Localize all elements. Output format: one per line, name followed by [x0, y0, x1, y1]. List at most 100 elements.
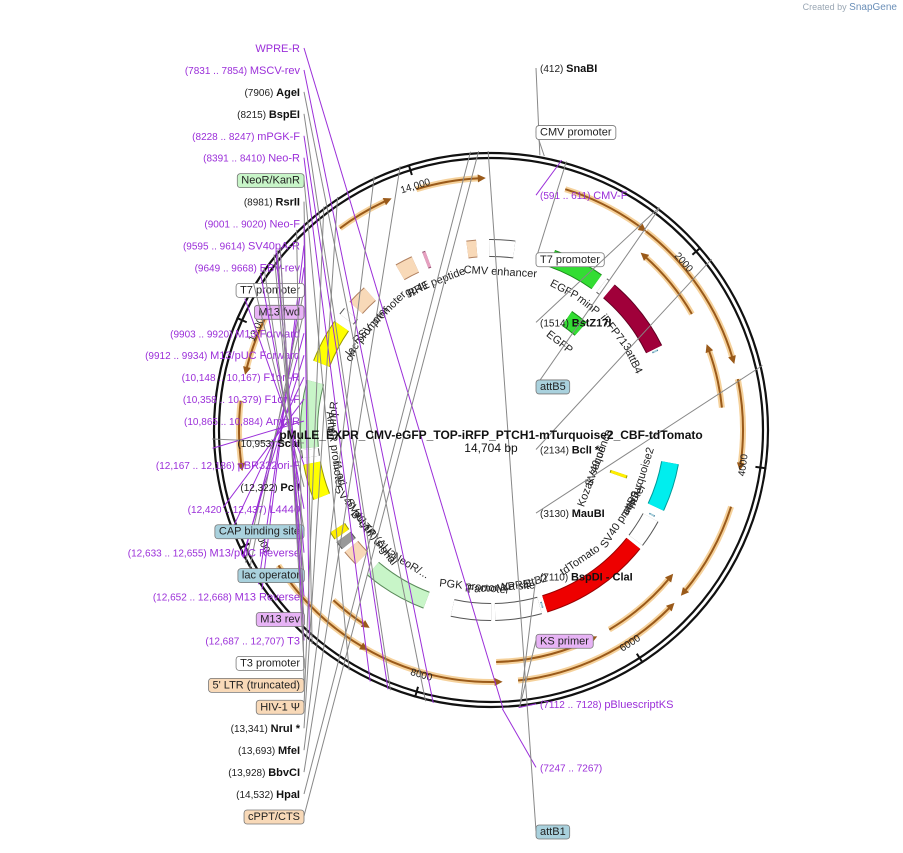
site-bbvci[interactable]: (13,928) BbvCI: [228, 166, 401, 779]
site-cap-binding-site[interactable]: CAP binding site: [214, 267, 305, 540]
site-pbr322ori-f[interactable]: (12,167 .. 12,186) pBR322ori-F: [156, 298, 305, 472]
site-bspei[interactable]: (8215) BspEI: [237, 109, 391, 691]
site-leader-line: [303, 91, 427, 702]
site-leader-line: [535, 207, 661, 387]
site-position: (3130): [540, 509, 572, 520]
feature-body: [301, 380, 324, 449]
backbone-inner-strand: [217, 156, 765, 704]
site-name: pBluescriptKS: [604, 699, 673, 711]
feature-body: [562, 311, 586, 336]
site-t3-promoter[interactable]: T3 promoter: [235, 247, 305, 671]
orf-line: [645, 230, 734, 359]
site-t7-promoter[interactable]: T7 promoter: [235, 282, 305, 570]
feature-neor-kanr[interactable]: NeoR/...: [367, 551, 431, 609]
site-position: (10,953): [237, 439, 277, 450]
site-label: cPPT/CTS: [248, 811, 300, 823]
feature-label-cmv-enhancer: CMV enhancer: [463, 264, 537, 280]
site-ks-primer[interactable]: KS primer: [519, 633, 594, 708]
orf-line: [564, 188, 643, 229]
orf-arrowhead: [382, 198, 392, 206]
site-mfei[interactable]: (13,693) MfeI: [238, 176, 375, 758]
site-leader-line: [535, 258, 712, 450]
site-name: MSCV-rev: [250, 65, 301, 77]
feature-sv40-ori[interactable]: SV40 ori: [329, 497, 377, 540]
feature-wpre[interactable]: WPRE: [494, 578, 542, 621]
feature-attb4[interactable]: attB4: [623, 347, 659, 376]
feature-label-egfp: EGFP: [548, 278, 580, 302]
feature-ori[interactable]: ori: [313, 320, 360, 368]
site-label: (412) SnaBI: [540, 63, 597, 75]
site-mscv-rev[interactable]: (7831 .. 7854) MSCV-rev: [185, 65, 434, 704]
feature-ampr[interactable]: AmpR: [300, 379, 341, 449]
site-position: (12,322): [240, 483, 280, 494]
site-t7-promoter[interactable]: T7 promoter: [535, 161, 605, 268]
site-label-box: [535, 633, 594, 649]
site-attb5[interactable]: attB5: [535, 207, 661, 395]
site-maubi[interactable]: (3130) MauBI: [535, 365, 763, 520]
site-name: NeoR/KanR: [241, 175, 300, 187]
site-leader-line: [230, 376, 305, 532]
site-label: (8228 .. 8247) mPGK-F: [192, 131, 300, 143]
site-name: attB1: [540, 826, 566, 838]
site-attb1[interactable]: attB1: [487, 150, 571, 840]
site-mpgk-f[interactable]: (8228 .. 8247) mPGK-F: [192, 131, 389, 690]
site-cppt-cts[interactable]: cPPT/CTS: [243, 151, 480, 825]
site-cmv-promoter[interactable]: CMV promoter: [535, 125, 617, 157]
orf-arrowhead: [640, 252, 650, 261]
site-label: (9001 .. 9020) Neo-F: [204, 219, 300, 231]
site-agei[interactable]: (7906) AgeI: [244, 87, 427, 702]
site-label: (10,148 .. 10,167) F1ori-R: [182, 372, 300, 384]
site-label: (8981) RsrII: [244, 197, 300, 209]
site-leader-line: [303, 113, 391, 691]
site-label-box: [535, 125, 617, 140]
feature-cmv-enhancer[interactable]: CMV enhancer: [463, 239, 538, 280]
site-leader-line: [303, 151, 471, 795]
site-leader-line: [535, 159, 563, 196]
site-name: CMV promoter: [540, 127, 612, 139]
site-label: (7112 .. 7128) pBluescriptKS: [540, 699, 673, 711]
ruler-tick: [407, 164, 413, 176]
orf-arrowhead: [728, 355, 736, 364]
plasmid-name: pMuLE_EXPR_CMV-eGFP_TOP-iRFP_PTCH1-mTurq…: [279, 428, 702, 442]
site-label-box: [208, 677, 305, 693]
site-name: M13/pUC Reverse: [210, 548, 300, 560]
site-rsrii[interactable]: (8981) RsrII: [244, 197, 313, 645]
feature-sv40-promoter[interactable]: SV40 promoter: [598, 482, 659, 551]
site-leader-line: [303, 223, 310, 642]
feature-body: [649, 513, 655, 517]
site-pbluescriptks[interactable]: (7112 .. 7128) pBluescriptKS: [518, 699, 674, 711]
orf-arrowhead: [243, 366, 251, 375]
site-neor-kanr[interactable]: NeoR/KanR: [236, 173, 350, 671]
site-cmv-f[interactable]: (591 .. 611) CMV-F: [535, 159, 628, 202]
site-label-box: [535, 252, 605, 268]
orf-line: [683, 506, 732, 592]
site-label: (12,322) PciI: [240, 482, 300, 494]
site-5-ltr-truncated[interactable]: 5' LTR (truncated): [208, 229, 305, 693]
site-name: lac operator: [242, 570, 300, 582]
site-bspdi-clai[interactable]: (7110) BspDI - ClaI: [519, 572, 633, 708]
site-label: HIV-1 Ψ: [260, 701, 300, 713]
feature-cppt-cts[interactable]: [466, 239, 478, 259]
site-label: T7 promoter: [540, 254, 600, 266]
orf-line: [736, 378, 744, 465]
site-bcli[interactable]: (2134) BclI *: [535, 258, 712, 457]
site-7247-7267[interactable]: (7247 .. 7267): [501, 708, 602, 775]
site-position: (2134): [540, 446, 572, 457]
site-position: (9649 .. 9668): [195, 263, 260, 274]
site-name: CMV-F: [593, 190, 628, 202]
site-name: HIV-1 Ψ: [260, 701, 300, 713]
site-snabi[interactable]: (412) SnaBI: [535, 63, 597, 156]
site-wpre-r[interactable]: WPRE-R: [255, 43, 504, 709]
site-neo-f[interactable]: (9001 .. 9020) Neo-F: [204, 219, 310, 642]
site-label: (7831 .. 7854) MSCV-rev: [185, 65, 301, 77]
site-position: (1514): [540, 318, 572, 329]
site-label: (9903 .. 9920) M13 Forward: [170, 328, 300, 340]
site-neo-r[interactable]: (8391 .. 8410) Neo-R: [203, 153, 371, 682]
site-leader-line: [303, 157, 371, 682]
ruler-tick: [691, 246, 702, 256]
site-name: KS primer: [540, 635, 589, 647]
site-nrui[interactable]: (13,341) NruI *: [231, 196, 339, 735]
feature-body: [396, 257, 419, 280]
site-hpai[interactable]: (14,532) HpaI: [236, 151, 471, 801]
site-hiv-1[interactable]: HIV-1 Ψ: [255, 206, 325, 715]
